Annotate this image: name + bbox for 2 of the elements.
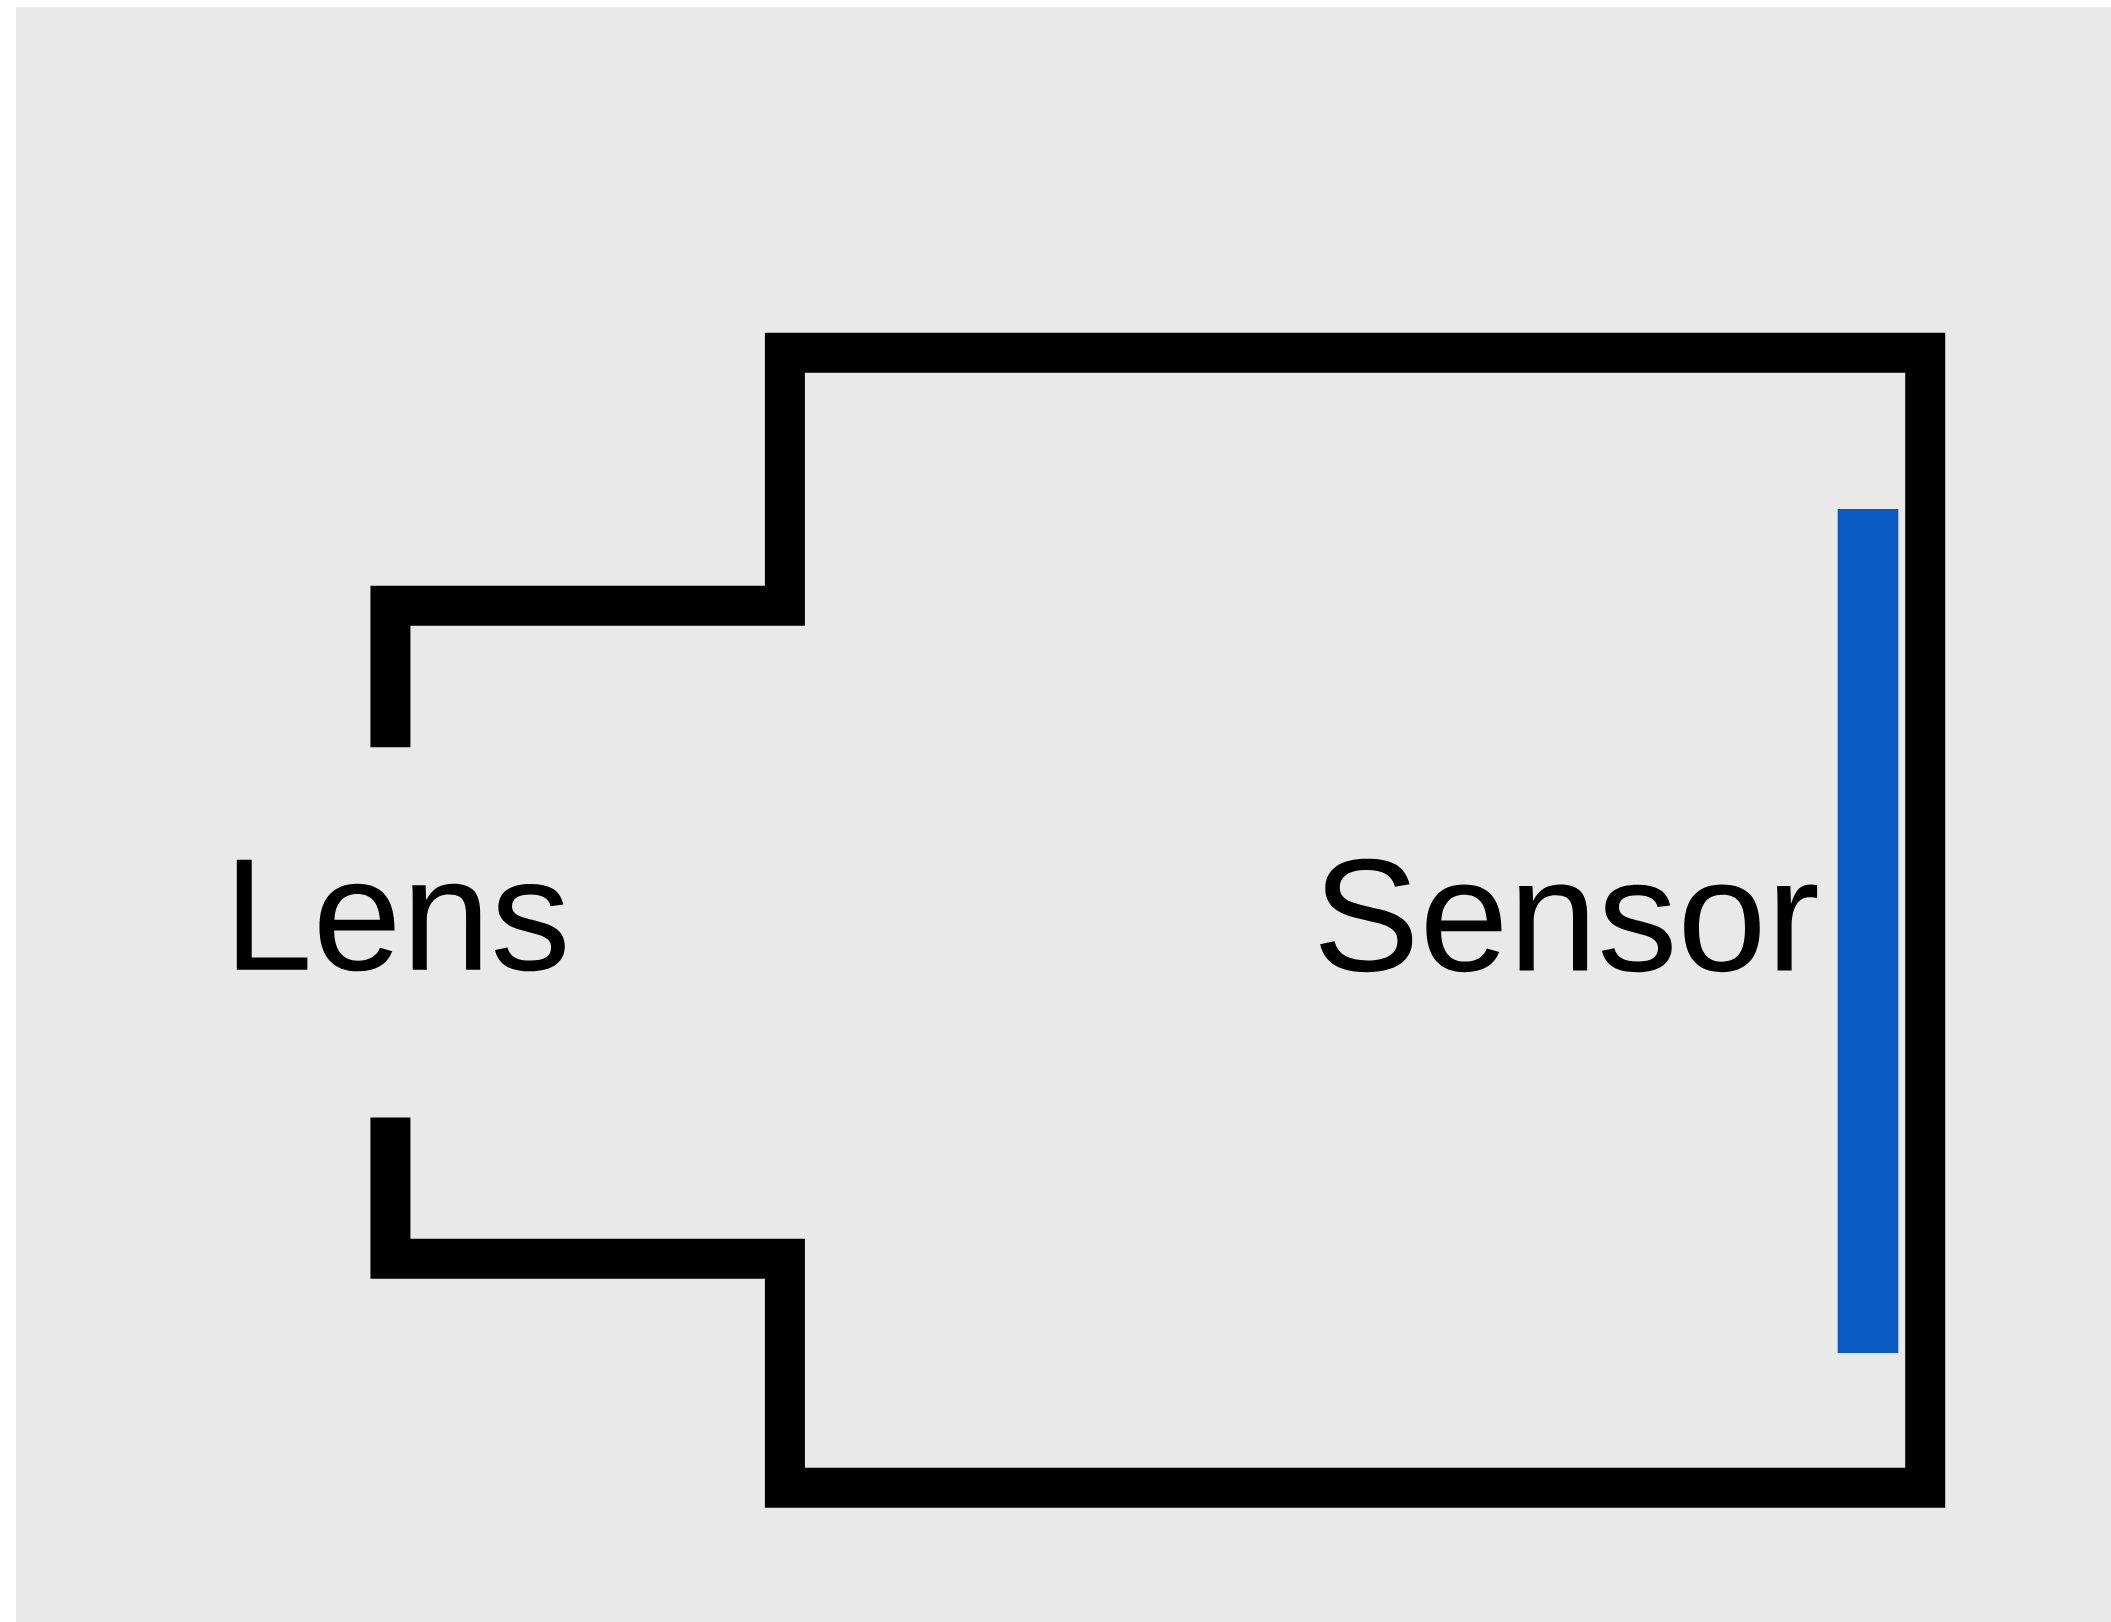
label: Sensor (1320, 858, 1818, 973)
label: Lens (236, 859, 565, 972)
